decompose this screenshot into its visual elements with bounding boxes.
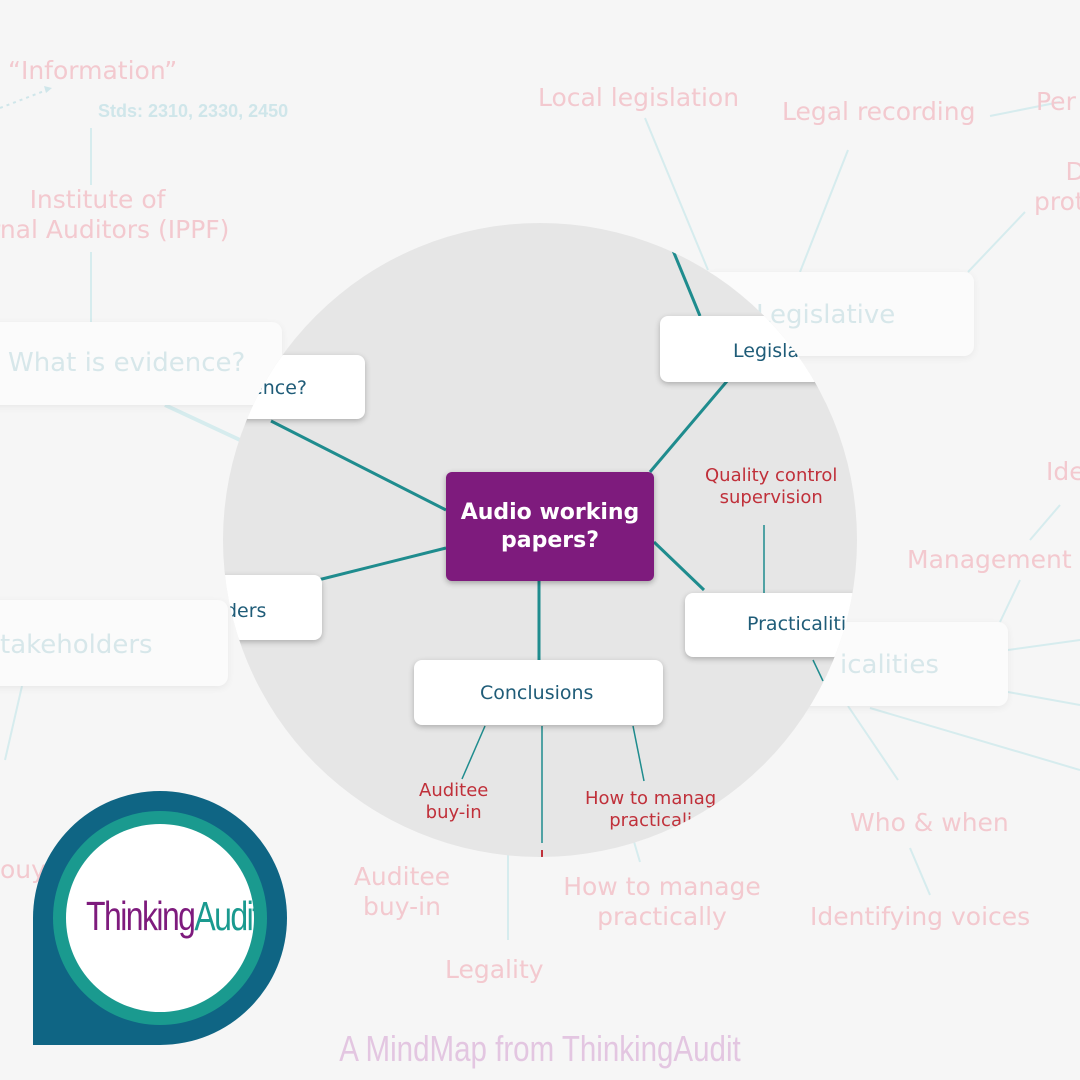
- connector-auditee: [461, 725, 486, 780]
- connector-who: [812, 659, 824, 682]
- bg-arrowhead: [44, 86, 52, 93]
- bg-line-evidence: [164, 403, 241, 442]
- bg-institute: Institute of rnal Auditors (IPPF): [0, 185, 230, 244]
- node-evidence-label: dence?: [239, 377, 308, 399]
- connector-how-manage: [632, 725, 645, 782]
- connector-legislative-upper: [670, 247, 702, 317]
- bg-line-local-legislation: [644, 117, 709, 271]
- bg-line-prot: [967, 211, 1026, 273]
- node-stakeholders-label: ders: [225, 600, 267, 622]
- bg-auditee-buyin: Auditee buy-in: [353, 862, 451, 921]
- bg-box-stakeholders: takeholders: [0, 600, 228, 686]
- connector-legislative: [648, 379, 730, 473]
- bg-line-right-2: [1007, 639, 1080, 651]
- bg-line-right-3: [1007, 691, 1080, 706]
- bg-identifying-voices: Identifying voices: [810, 902, 1031, 931]
- bg-line-legal-recording: [799, 149, 849, 273]
- bg-local-legislation: Local legislation: [538, 83, 740, 112]
- node-conclusions[interactable]: Conclusions: [414, 660, 663, 725]
- leaf-auditee-buyin: Auditee buy-in: [419, 780, 489, 823]
- bg-information: “Information”: [8, 56, 178, 85]
- leaf-legality-fragment: [541, 850, 543, 857]
- bg-dotted-arrow: [0, 87, 53, 109]
- leaf-how-to-manage: How to manag practicali: [585, 788, 717, 831]
- bg-line-stakeholders: [4, 685, 23, 761]
- connector-evidence: [270, 419, 447, 512]
- bg-line-right-1: [869, 707, 1080, 771]
- node-practicalities-label: Practicaliti: [747, 613, 847, 635]
- bg-line-per: [989, 101, 1061, 117]
- leaf-quality-control: Quality control supervision: [705, 465, 838, 508]
- bg-line-who-when: [847, 705, 899, 781]
- bg-legality: Legality: [445, 955, 544, 984]
- node-legislative[interactable]: Legisla: [660, 316, 850, 382]
- logo-text-thinking: Thinking: [86, 893, 196, 939]
- bg-line-management: [999, 579, 1021, 623]
- connector-stakeholders: [317, 546, 447, 582]
- central-topic-label: Audio working papers?: [460, 499, 640, 553]
- bg-ouy: ouy: [0, 855, 46, 884]
- bg-ide: Ide: [1046, 457, 1080, 486]
- connector-practicalities: [652, 540, 706, 592]
- node-what-is-evidence[interactable]: dence?: [223, 355, 365, 419]
- node-practicalities[interactable]: Practicaliti: [685, 593, 857, 657]
- bg-line-ide: [1029, 504, 1061, 541]
- node-conclusions-label: Conclusions: [480, 682, 594, 704]
- bg-d-prot: D prot: [1034, 157, 1080, 216]
- mindmap-connectors: [270, 247, 824, 843]
- bg-per: Per: [1036, 87, 1076, 116]
- bg-management: Management: [907, 545, 1072, 574]
- bg-how-to-manage: How to manage practically: [563, 872, 761, 931]
- logo-wordmark: ThinkingAudit: [86, 893, 261, 940]
- bg-who-when: Who & when: [850, 808, 1009, 837]
- node-stakeholders[interactable]: ders: [223, 575, 322, 640]
- logo-text-audit: Audit: [194, 893, 261, 939]
- central-topic[interactable]: Audio working papers?: [446, 472, 654, 581]
- bg-legal-recording: Legal recording: [782, 97, 976, 126]
- bg-stds: Stds: 2310, 2330, 2450: [98, 101, 289, 121]
- bg-line-identifying: [909, 847, 931, 896]
- node-legislative-label: Legisla: [733, 340, 800, 362]
- caption: A MindMap from ThinkingAudit: [339, 1028, 741, 1069]
